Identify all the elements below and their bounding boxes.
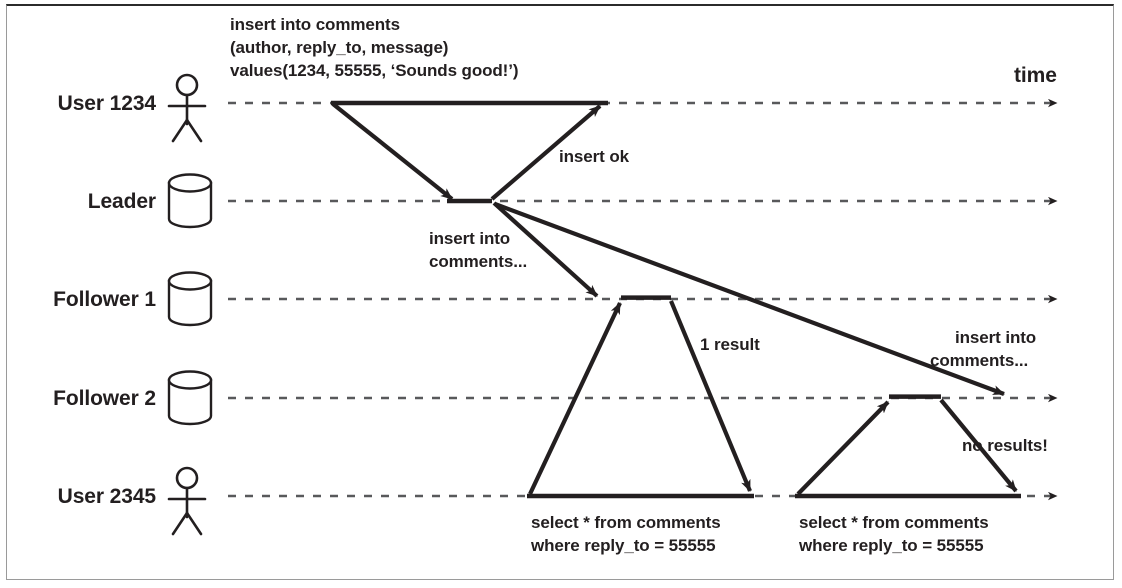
message-label-insert-ok: insert ok	[559, 147, 629, 166]
database-cylinder-icon	[167, 271, 213, 327]
query-label-select-follower1-line2: where reply_to = 55555	[531, 536, 716, 555]
participant-label-leader: Leader	[87, 190, 156, 213]
database-cylinder-icon	[167, 173, 213, 229]
arrow-result-none	[939, 398, 1018, 493]
message-arrows	[331, 102, 1018, 496]
message-label-replicate-follower1-line1: insert into	[429, 229, 511, 248]
participant-label-follower1: Follower 1	[53, 288, 156, 311]
participant-label-user2345: User 2345	[57, 485, 156, 508]
query-label-select-follower1-line1: select * from comments	[531, 513, 721, 532]
arrow-insert-ok	[490, 104, 602, 201]
query-label-select-follower2-line2: where reply_to = 55555	[799, 536, 984, 555]
message-label-replicate-follower2-line2: comments...	[930, 351, 1029, 370]
arrow-result-one	[669, 300, 752, 492]
message-label-insert-request-line3: values(1234, 55555, ‘Sounds good!’)	[230, 61, 519, 80]
message-label-replicate-follower1-line2: comments...	[429, 252, 528, 271]
arrow-replicate-follower1	[492, 201, 599, 298]
database-cylinder-icon	[167, 370, 213, 426]
arrow-select-follower2	[796, 400, 890, 496]
actor-person-icon	[167, 73, 207, 143]
arrow-replicate-follower2	[494, 202, 1005, 396]
message-label-no-results: no results!	[962, 436, 1048, 455]
message-label-one-result: 1 result	[700, 335, 760, 354]
query-label-select-follower2-line1: select * from comments	[799, 513, 989, 532]
message-label-insert-request-line1: insert into comments	[230, 15, 400, 34]
time-axis-label: time	[1014, 64, 1057, 87]
participant-label-user1234: User 1234	[57, 92, 156, 115]
actor-person-icon	[167, 466, 207, 536]
message-label-replicate-follower2-line1: insert into	[955, 328, 1037, 347]
participant-label-follower2: Follower 2	[53, 387, 156, 410]
arrow-insert-request	[331, 102, 454, 201]
arrow-select-follower1	[528, 302, 622, 495]
activation-bars	[331, 100, 1021, 499]
message-label-insert-request-line2: (author, reply_to, message)	[230, 38, 449, 57]
